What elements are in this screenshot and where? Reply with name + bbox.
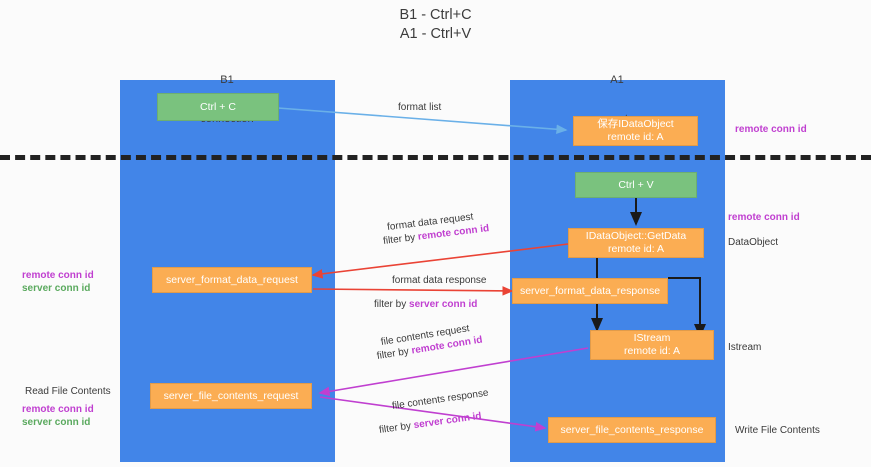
node-server-file-contents-response[interactable]: server_file_contents_response: [548, 417, 716, 443]
node-server-file-contents-request-label: server_file_contents_request: [163, 389, 299, 402]
filter-key-server-conn-id: server conn id: [409, 299, 478, 310]
annotation-left-bot-server: server conn id: [22, 417, 91, 428]
node-save-idataobject-line2: remote id: A: [607, 131, 664, 143]
column-header-b1-name: B1: [220, 74, 234, 86]
annotation-read-file-contents: Read File Contents: [25, 386, 111, 397]
filter-prefix: filter by: [374, 299, 410, 310]
annotation-dataobject: DataObject: [728, 237, 779, 248]
node-istream-line1: IStream: [633, 332, 671, 344]
annotation-left-mid-server: server conn id: [22, 283, 91, 294]
filter-prefix: filter by: [382, 231, 419, 248]
node-istream[interactable]: IStream remote id: A: [590, 330, 714, 360]
arrow-format-data-response: [312, 286, 514, 296]
annotation-right-top-conn: remote conn id: [735, 124, 807, 135]
edge-label-file-contents-response-text: file contents response: [391, 387, 490, 413]
annotation-left-mid-remote: remote conn id: [22, 270, 94, 281]
node-getdata-line1: IDataObject::GetData: [585, 230, 687, 242]
annotation-istream: Istream: [728, 342, 762, 353]
node-server-format-data-response[interactable]: server_format_data_response: [512, 278, 668, 304]
annotation-right-mid-conn: remote conn id: [728, 212, 800, 223]
annotation-left-bot-remote: remote conn id: [22, 404, 94, 415]
page-title: B1 - Ctrl+C A1 - Ctrl+V: [399, 7, 472, 42]
node-server-format-data-request[interactable]: server_format_data_request: [152, 267, 312, 293]
annotation-write-file-contents: Write File Contents: [735, 425, 820, 436]
filter-prefix: filter by: [378, 420, 415, 437]
node-save-idataobject[interactable]: 保存IDataObject remote id: A: [573, 116, 698, 146]
edge-label-format-data-response: format data response: [392, 274, 487, 287]
node-istream-line2: remote id: A: [623, 345, 681, 357]
node-getdata-line2: remote id: A: [607, 243, 665, 255]
column-header-a1-name: A1: [610, 74, 624, 86]
edge-label-format-data-response-text: format data response: [392, 275, 487, 286]
node-idataobject-getdata[interactable]: IDataObject::GetData remote id: A: [568, 228, 704, 258]
node-server-file-contents-response-label: server_file_contents_response: [560, 423, 704, 436]
edge-label-file-contents-response: file contents response: [391, 387, 489, 413]
node-server-format-data-request-label: server_format_data_request: [166, 273, 298, 286]
section-divider: [0, 155, 871, 160]
edge-label-format-list: format list: [398, 102, 442, 113]
node-ctrl-v[interactable]: Ctrl + V: [575, 172, 697, 198]
node-ctrl-c-label: Ctrl + C: [200, 100, 236, 113]
edge-label-file-contents-response-filter: filter by server conn id: [378, 410, 482, 437]
node-ctrl-v-label: Ctrl + V: [618, 178, 654, 191]
filter-key-server-conn-id: server conn id: [413, 410, 483, 432]
node-ctrl-c[interactable]: Ctrl + C: [157, 93, 279, 121]
node-save-idataobject-line1: 保存IDataObject: [597, 118, 674, 130]
node-server-file-contents-request[interactable]: server_file_contents_request: [150, 383, 312, 409]
edge-label-format-data-response-filter: filter by server conn id: [374, 298, 477, 311]
node-server-format-data-response-label: server_format_data_response: [519, 284, 661, 297]
